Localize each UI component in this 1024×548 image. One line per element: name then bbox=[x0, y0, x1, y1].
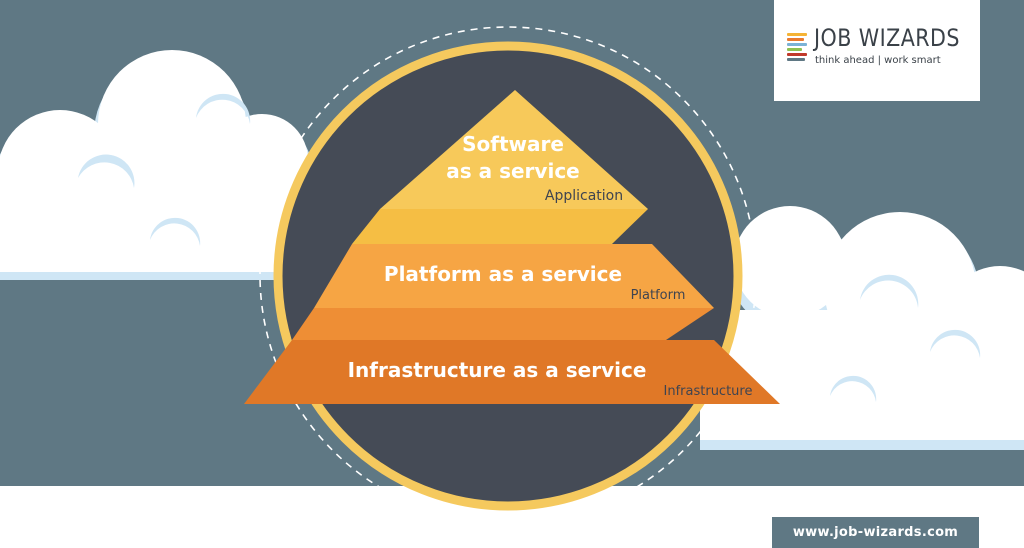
brand-name: JOB WIZARDS bbox=[814, 24, 960, 52]
layer-platform: Platform as a service Platform bbox=[314, 244, 714, 308]
layer-software-title-line-1: Software bbox=[462, 132, 564, 156]
left-cloud bbox=[0, 50, 312, 280]
layer-software-label: Application bbox=[545, 188, 623, 204]
layer-software: Software as a service Application bbox=[380, 90, 648, 209]
logo-bar bbox=[787, 48, 802, 51]
website-url[interactable]: www.job-wizards.com bbox=[772, 517, 979, 548]
logo-bars-icon bbox=[787, 33, 807, 63]
connector-middle bbox=[292, 308, 714, 340]
brand-tagline: think ahead | work smart bbox=[815, 55, 941, 66]
layer-platform-shape bbox=[314, 244, 714, 308]
logo-bar bbox=[787, 38, 804, 41]
layer-infrastructure-title: Infrastructure as a service bbox=[348, 358, 647, 382]
layer-infrastructure-shape bbox=[244, 340, 780, 404]
layer-platform-title: Platform as a service bbox=[384, 262, 622, 286]
layer-platform-label: Platform bbox=[631, 288, 686, 303]
logo-bar bbox=[787, 58, 805, 61]
layer-infrastructure: Infrastructure as a service Infrastructu… bbox=[244, 340, 780, 404]
logo-bar bbox=[787, 43, 807, 46]
layer-infrastructure-label: Infrastructure bbox=[664, 384, 753, 399]
connector-top bbox=[352, 209, 648, 244]
logo-bar bbox=[787, 33, 807, 36]
layer-software-shape bbox=[380, 90, 648, 209]
layer-software-title-line-2: as a service bbox=[446, 159, 579, 183]
logo-bar bbox=[787, 53, 807, 56]
brand-logo[interactable]: JOB WIZARDS think ahead | work smart bbox=[774, 0, 980, 101]
dashed-orbit-ring bbox=[259, 26, 757, 524]
